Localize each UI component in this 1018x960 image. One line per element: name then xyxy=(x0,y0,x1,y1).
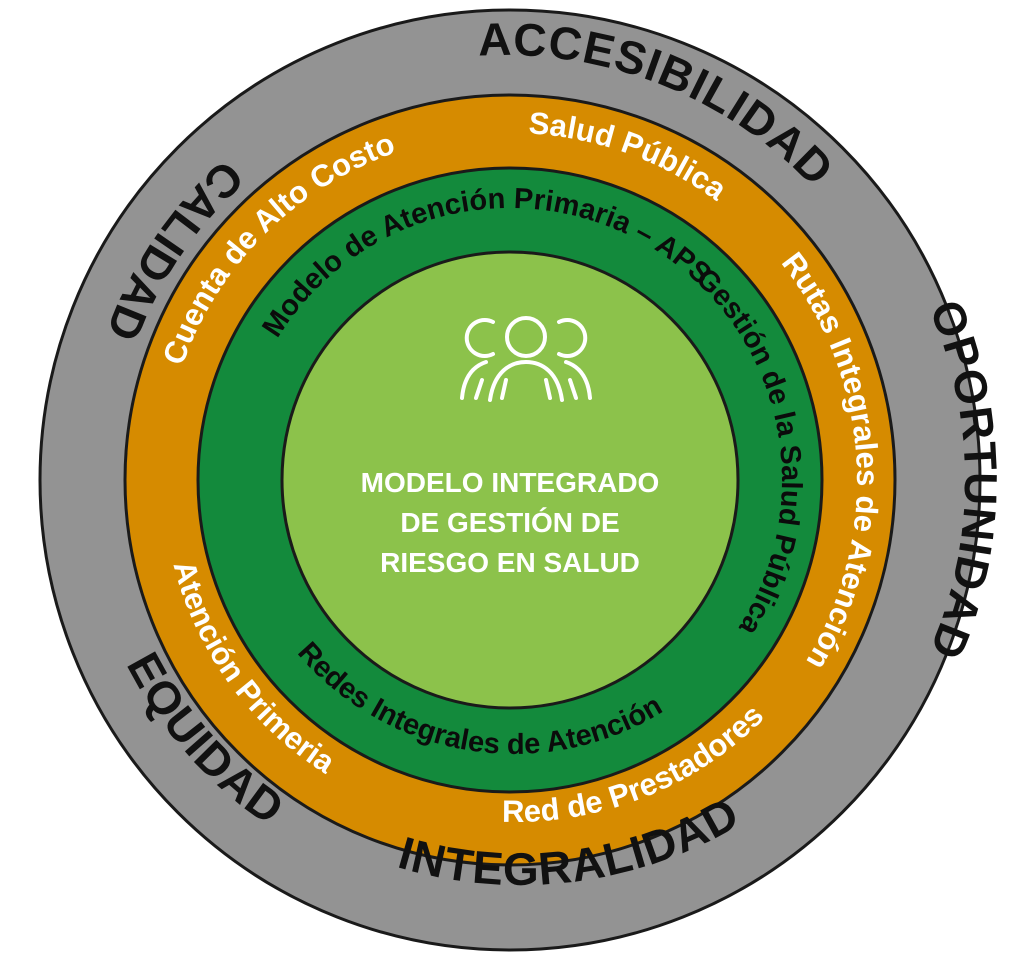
people-group-icon xyxy=(460,316,592,402)
center-title-line-2: DE GESTIÓN DE xyxy=(400,507,619,538)
center-circle xyxy=(280,250,740,710)
center-title-line-1: MODELO INTEGRADO xyxy=(361,467,660,498)
center-title-line-3: RIESGO EN SALUD xyxy=(380,547,640,578)
